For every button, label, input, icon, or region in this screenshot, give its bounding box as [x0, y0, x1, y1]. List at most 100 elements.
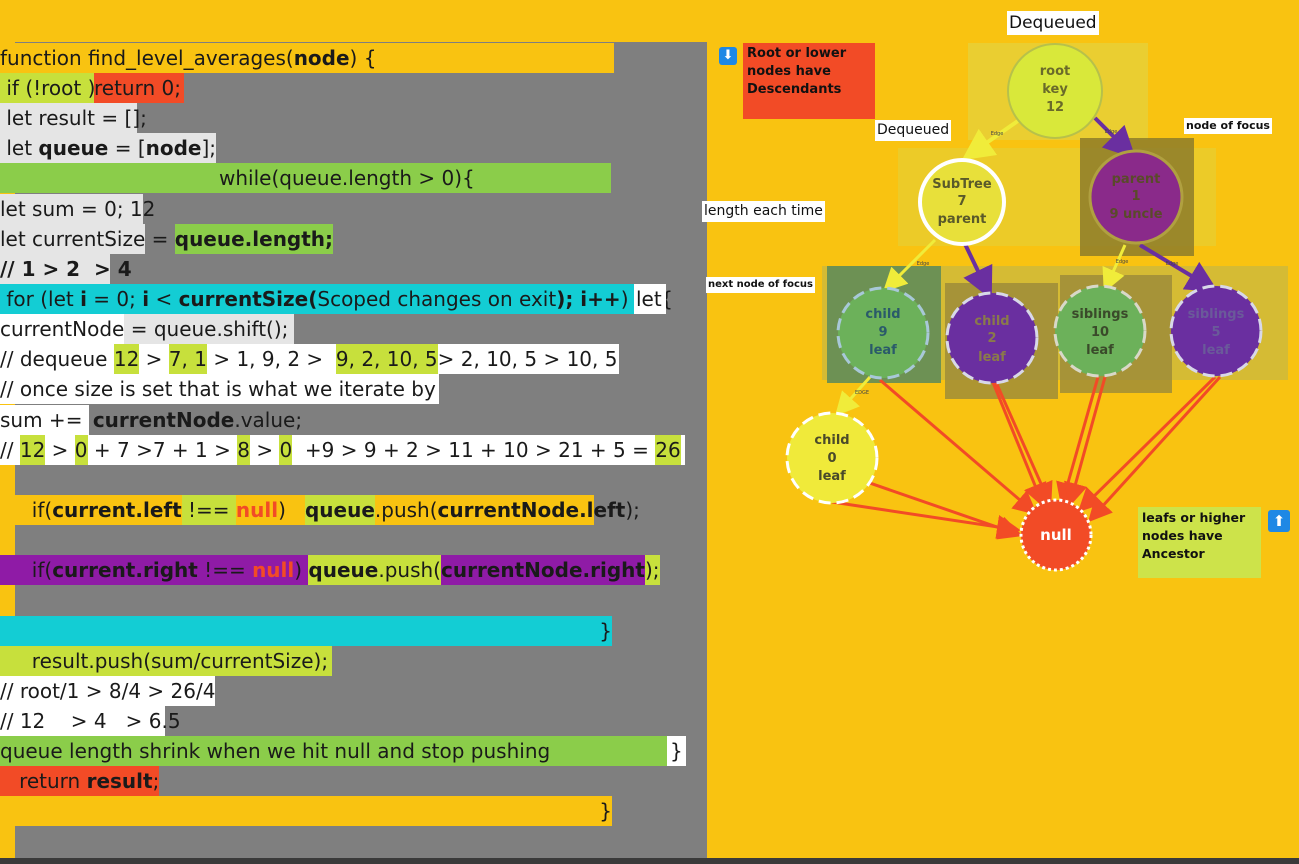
svg-text:9 uncle: 9 uncle [1109, 207, 1162, 222]
up-arrow-icon: ⬆ [1268, 510, 1290, 532]
length-each-time-label: length each time [702, 201, 825, 222]
code-text: current.right [52, 558, 198, 582]
svg-text:parent: parent [938, 212, 987, 227]
code-text: } [0, 796, 612, 826]
code-text: currentNode [440, 555, 583, 585]
code-text: Scoped changes on exit [317, 287, 557, 311]
code-text: .push( [374, 498, 438, 522]
code-text: // dequeue [0, 344, 114, 374]
code-line-if-right: if(current.right !== null) queue.push(cu… [0, 555, 660, 585]
code-text: !== [181, 495, 236, 525]
code-text: = [ [108, 136, 146, 160]
code-text: 12 [113, 344, 140, 374]
code-text: .value; [234, 405, 303, 435]
code-text: currentSize( [178, 287, 318, 311]
code-text: ]; [201, 136, 217, 160]
code-text: queue [304, 495, 375, 525]
code-text: i [142, 287, 150, 311]
code-line-avg-comment: // 12 > 4 > 6.5 [0, 706, 181, 736]
code-line-let-queue: let queue = [node]; [0, 133, 217, 163]
null-node: null [1019, 498, 1093, 572]
next-node-of-focus-label: next node of focus [706, 277, 815, 293]
code-text: > [45, 435, 75, 465]
svg-text:SubTree: SubTree [932, 177, 992, 192]
code-text: .right [582, 555, 645, 585]
code-text: result [86, 769, 153, 793]
code-text: ); i++ [556, 287, 621, 311]
svg-text:12: 12 [1046, 100, 1064, 115]
code-line-let-sum: let sum = 0; 12 [0, 194, 155, 224]
code-line-sum: sum += currentNode.value; [0, 405, 303, 435]
code-line-if-root: if (!root ) return 0; [0, 73, 184, 103]
code-text: // root/1 > 8/4 > 26/4 [0, 676, 215, 706]
code-text: let [0, 136, 39, 160]
node-of-focus-label: node of focus [1184, 118, 1272, 134]
child9-node: child 9 leaf [836, 286, 930, 380]
code-text: currentNode [88, 405, 235, 435]
code-text: currentNode [0, 314, 125, 344]
code-text: currentNode [437, 498, 580, 522]
svg-text:key: key [1042, 82, 1068, 97]
svg-text:parent: parent [1112, 172, 1161, 187]
root-descendants-note: Root or lower nodes have Descendants [743, 43, 875, 119]
edge-label: Edge [991, 131, 1004, 137]
code-text: result.push(sum/currentSize); [0, 646, 333, 676]
svg-text:7: 7 [957, 194, 966, 209]
code-text: if( [0, 558, 53, 582]
code-text: < [149, 287, 179, 311]
code-text: +9 > 9 + 2 > 11 + 10 > 21 + 5 = [292, 435, 656, 465]
code-text: > [249, 435, 280, 465]
sib5-node: siblings 5 leaf [1169, 284, 1263, 378]
svg-text:9: 9 [878, 325, 887, 340]
code-line-for-close: } [0, 616, 612, 646]
code-text: let sum = 0; 12 [0, 194, 155, 224]
code-text: > 1, 9, 2 > [206, 344, 336, 374]
dequeued-label-left: Dequeued [875, 120, 952, 141]
code-text: } [0, 616, 612, 646]
edge-label: Edge [1105, 129, 1118, 135]
code-line-current-node: currentNode = queue.shift(); [0, 314, 295, 344]
code-text: ; [152, 769, 160, 793]
svg-text:child: child [814, 433, 849, 448]
svg-text:10: 10 [1091, 325, 1109, 340]
code-text: while(queue.length > 0){ [0, 163, 611, 193]
code-text: 9, 2, 10, 5 [335, 344, 438, 374]
code-text: null [235, 498, 279, 522]
svg-text:siblings: siblings [1188, 307, 1245, 322]
code-text: 7, 1 [168, 344, 207, 374]
code-text: = 0; [86, 287, 143, 311]
subtree-node: SubTree 7 parent [918, 158, 1006, 246]
code-text: function find_level_averages( [0, 46, 294, 70]
edge-label: Edge [917, 261, 930, 267]
code-text: if (!root ) [0, 73, 95, 103]
edge-label: Edge [1166, 261, 1179, 267]
code-line-for: for (let i = 0; i < currentSize(Scoped c… [0, 284, 673, 314]
code-text: ); [644, 555, 660, 585]
code-text: // 12 > 4 > 6.5 [0, 706, 181, 736]
code-text: 8 [237, 435, 250, 465]
code-text: for (let [0, 287, 81, 311]
code-text: !== [197, 558, 253, 582]
code-line-function-close: } [0, 796, 612, 826]
code-text: > [139, 344, 169, 374]
code-text: ) { [349, 46, 377, 70]
code-text: ) [294, 558, 309, 582]
code-line-dequeue-comment: // dequeue 12 > 7, 1 > 1, 9, 2 > 9, 2, 1… [0, 344, 620, 374]
parent-node: parent 1 9 uncle [1088, 149, 1184, 245]
code-text: .push( [378, 555, 441, 585]
code-line-sum-comment: // 12 > 0 + 7 >7 + 1 > 8 > 0 +9 > 9 + 2 … [0, 435, 685, 465]
code-text: null [252, 558, 295, 582]
root-node: root key 12 [1007, 43, 1103, 139]
code-line-current-size: let currentSize = queue.length; [0, 224, 334, 254]
svg-text:2: 2 [987, 331, 996, 346]
edge-label: Edge [1116, 259, 1129, 265]
edge-label: EDGE [855, 390, 869, 396]
code-text: if( [0, 498, 53, 522]
code-line-result-push: result.push(sum/currentSize); [0, 646, 333, 676]
code-text: let [634, 284, 666, 314]
code-text: node [145, 136, 202, 160]
edge-subtree-child2 [963, 243, 993, 300]
code-text: queue.length; [174, 224, 334, 254]
